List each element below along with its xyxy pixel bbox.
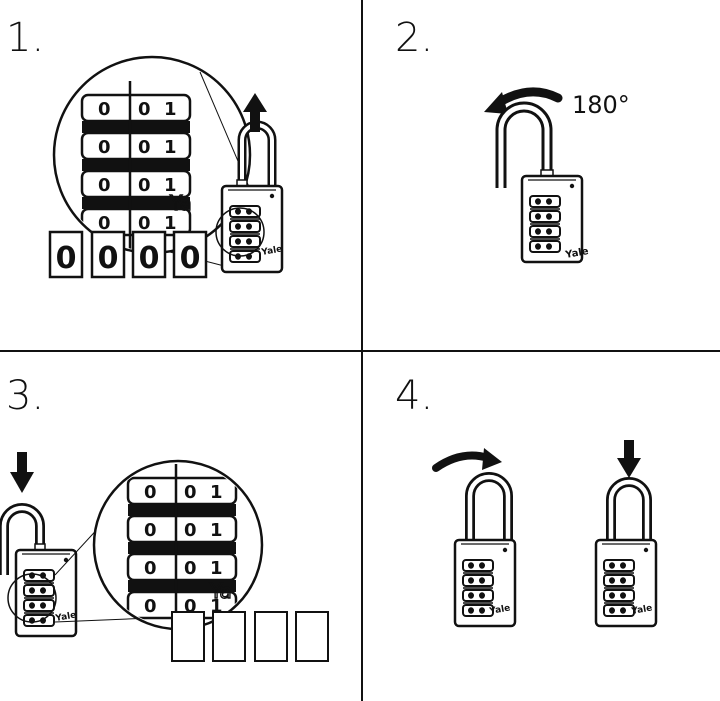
step-4-padlock-rotate: Yale (453, 472, 517, 628)
step-2-lock-brand: Yale (564, 246, 590, 261)
step-4-lock-b-brand: Yale (630, 603, 653, 617)
step-1-number: 1. (6, 15, 45, 61)
step-3-zoom-circle: Ya (92, 459, 264, 631)
step-2-panel: 180° Yale (484, 87, 630, 264)
step-1-digit-1: 0 (56, 241, 77, 276)
step-1-panel: Ya 0 0 0 0 (48, 55, 284, 279)
step-1-zoom-brand: Ya (169, 191, 192, 215)
step-4-down-arrow-icon (617, 440, 641, 478)
step-3-down-arrow-icon (10, 452, 34, 493)
step-3-number: 3. (6, 373, 45, 419)
step-4-rotate-arrow-icon (432, 448, 502, 472)
step-3-panel: Yale Ya (0, 452, 329, 662)
step-4-number: 4. (395, 373, 434, 419)
step-4-padlock-press: Yale (594, 477, 658, 628)
step-2-padlock: Yale (495, 101, 590, 264)
step-3-padlock: Yale (0, 503, 78, 638)
step-4-lock-a-brand: Yale (488, 603, 511, 617)
step-1-up-arrow-icon (243, 93, 267, 132)
step-3-zoom-brand: Ya (209, 579, 232, 603)
step-1-digit-boxes: 0 0 0 0 (48, 230, 208, 279)
step-1-digit-4: 0 (180, 241, 201, 276)
step-3-lock-brand: Yale (54, 610, 77, 624)
step-1-lock-brand: Yale (260, 244, 283, 258)
step-1-zoom-circle: Ya (52, 55, 252, 255)
step-1-digit-2: 0 (98, 241, 119, 276)
step-4-panel: Yale Yale (432, 440, 658, 628)
step-1-digit-3: 0 (139, 241, 160, 276)
step-2-rotation-label: 180° (572, 91, 630, 119)
step-2-number: 2. (395, 15, 434, 61)
step-3-digit-boxes (171, 611, 329, 662)
step-2-rotate-arrow-icon (484, 87, 563, 114)
